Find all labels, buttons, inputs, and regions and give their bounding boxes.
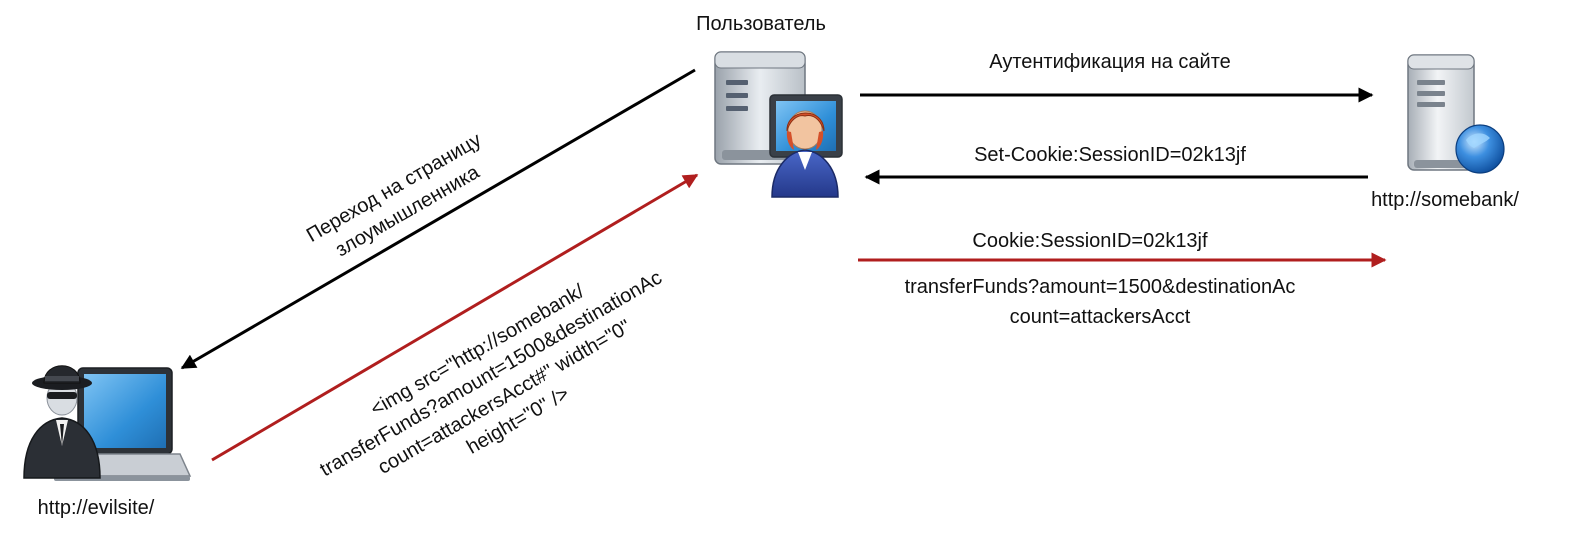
cookie-request-url-line2: count=attackersAcct: [1009, 306, 1191, 328]
arrow-visit-attacker: [180, 68, 696, 370]
arrow-img-payload: [211, 173, 699, 462]
bank-node-label: http://somebank/: [1371, 189, 1519, 211]
user-workstation-icon: [714, 51, 843, 198]
web-server-icon: [1407, 54, 1505, 174]
cookie-request-url-line1: transferFunds?amount=1500&destinationAc: [904, 276, 1296, 298]
attacker-node-label: http://evilsite/: [37, 497, 155, 519]
user-node-label: Пользователь: [696, 13, 826, 35]
set-cookie-flow-label: Set-Cookie:SessionID=02k13jf: [974, 144, 1246, 166]
cookie-request-flow-label: Cookie:SessionID=02k13jf: [972, 230, 1208, 252]
auth-flow-label: Аутентификация на сайте: [989, 51, 1231, 73]
hacker-laptop-icon: [23, 365, 192, 481]
